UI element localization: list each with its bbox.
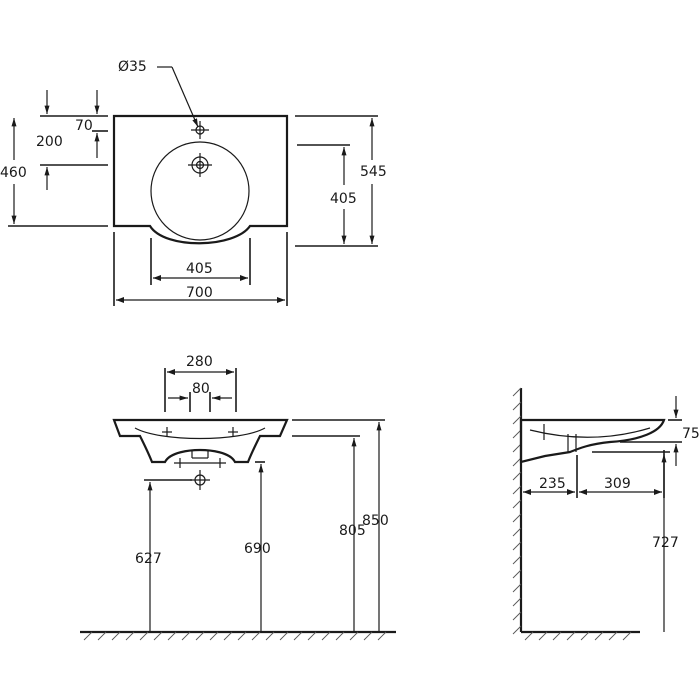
dim-75-label: 75 (682, 426, 700, 442)
side-view: 75 235 309 727 (512, 387, 700, 641)
dim-200-label: 200 (36, 134, 63, 150)
dim-235-label: 235 (539, 476, 566, 492)
dim-850-label: 850 (362, 513, 389, 529)
dim-405-bowl-label: 405 (186, 261, 213, 277)
top-view: Ø35 70 200 460 545 405 405 (0, 59, 387, 306)
dim-627-label: 627 (135, 551, 162, 567)
dim-727-label: 727 (652, 535, 679, 551)
dim-280-label: 280 (186, 354, 213, 370)
basin-top-outline (112, 114, 289, 245)
front-view: 280 80 627 690 805 850 (80, 354, 396, 641)
dim-700-label: 700 (186, 285, 213, 301)
dim-80-label: 80 (192, 381, 210, 397)
dim-70-label: 70 (75, 118, 93, 134)
tap-hole-diameter-label: Ø35 (118, 59, 147, 75)
basin-front-outline (112, 418, 289, 464)
bowl-circle (150, 141, 250, 241)
dim-460-label: 460 (0, 165, 27, 181)
dim-309-label: 309 (604, 476, 631, 492)
dim-805-label: 805 (339, 523, 366, 539)
dim-545-label: 545 (360, 164, 387, 180)
basin-side-profile (519, 418, 666, 464)
dim-405-right-label: 405 (330, 191, 357, 207)
dim-690-label: 690 (244, 541, 271, 557)
